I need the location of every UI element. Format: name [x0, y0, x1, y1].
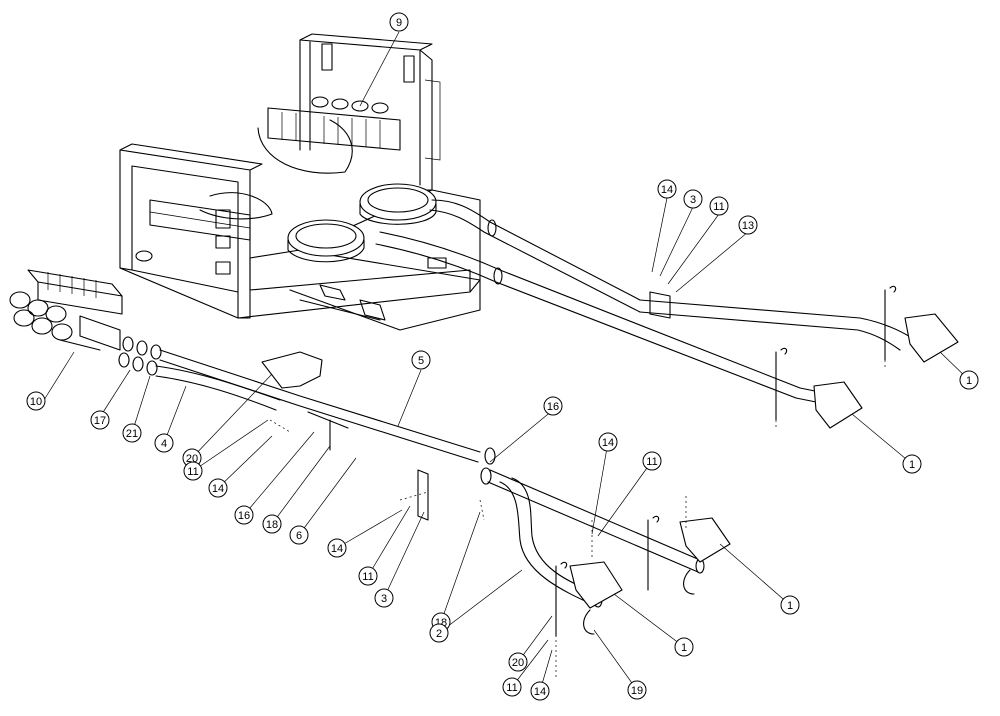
callout-5: 5: [411, 350, 431, 370]
callout-circle: [429, 623, 449, 643]
callout-14: 14: [327, 538, 347, 558]
callout-label: 19: [631, 685, 643, 697]
callout-label: 18: [266, 519, 278, 531]
callout-1: 1: [780, 595, 800, 615]
upper-delivery-tubes: [639, 285, 959, 429]
callout-circle: [262, 514, 282, 534]
callout-3: 3: [374, 588, 394, 608]
callout-2: 2: [429, 623, 449, 643]
callout-label: 11: [713, 201, 724, 213]
callout-label: 10: [30, 396, 42, 408]
callout-circle: [959, 370, 979, 390]
callout-19: 19: [627, 680, 647, 700]
callout-circle: [642, 451, 662, 471]
callout-14: 14: [598, 432, 618, 452]
callout-13: 13: [738, 215, 758, 235]
callout-3: 3: [683, 189, 703, 209]
callout-label: 3: [381, 593, 387, 605]
callout-label: 4: [161, 438, 167, 450]
callout-11: 11: [183, 461, 203, 481]
callout-label: 1: [681, 642, 687, 654]
callout-circle: [208, 478, 228, 498]
callout-label: 20: [512, 657, 524, 669]
callout-label: 17: [94, 415, 106, 427]
callout-label: 2: [436, 628, 442, 640]
callout-1: 1: [959, 370, 979, 390]
callout-label: 16: [547, 401, 559, 413]
lower-manifold: [9, 269, 123, 351]
callout-21: 21: [122, 423, 142, 443]
callout-circle: [902, 454, 922, 474]
callout-17: 17: [90, 410, 110, 430]
callout-circle: [90, 410, 110, 430]
callout-11: 11: [642, 451, 662, 471]
callout-label: 6: [296, 530, 302, 542]
callout-14: 14: [657, 179, 677, 199]
callout-1: 1: [902, 454, 922, 474]
callout-label: 14: [534, 686, 546, 698]
callout-label: 1: [909, 459, 915, 471]
callout-circle: [234, 505, 254, 525]
callout-circle: [780, 595, 800, 615]
callout-circle: [674, 637, 694, 657]
callout-label: 11: [187, 466, 198, 478]
hopper-frame-assembly: [119, 33, 801, 399]
callout-label: 16: [238, 510, 250, 522]
callout-label: 11: [506, 682, 517, 694]
callout-label: 14: [602, 437, 614, 449]
callout-circle: [289, 525, 309, 545]
callout-label: 13: [742, 220, 754, 232]
callout-4: 4: [154, 433, 174, 453]
callout-circle: [389, 12, 409, 32]
lower-delivery-tubes: [118, 336, 731, 680]
callout-14: 14: [530, 681, 550, 701]
callout-label: 5: [418, 355, 424, 367]
callout-circle: [358, 566, 378, 586]
callout-20: 20: [508, 652, 528, 672]
callout-circle: [709, 196, 729, 216]
callout-circle: [508, 652, 528, 672]
callout-11: 11: [358, 566, 378, 586]
callout-1: 1: [674, 637, 694, 657]
callout-circle: [657, 179, 677, 199]
callout-14: 14: [208, 478, 228, 498]
callout-balloons: 9143111311516101721420111416186141114113…: [26, 12, 979, 701]
callout-circle: [683, 189, 703, 209]
leader-lines: [43, 31, 970, 692]
callout-label: 1: [966, 375, 972, 387]
callout-circle: [502, 677, 522, 697]
callout-circle: [122, 423, 142, 443]
callout-11: 11: [502, 677, 522, 697]
callout-circle: [26, 391, 46, 411]
callout-circle: [154, 433, 174, 453]
callout-circle: [183, 461, 203, 481]
callout-6: 6: [289, 525, 309, 545]
callout-11: 11: [709, 196, 729, 216]
callout-label: 11: [646, 456, 657, 468]
callout-label: 9: [396, 17, 402, 29]
callout-label: 14: [331, 543, 343, 555]
callout-18: 18: [262, 514, 282, 534]
callout-16: 16: [234, 505, 254, 525]
callout-circle: [411, 350, 431, 370]
callout-10: 10: [26, 391, 46, 411]
callout-16: 16: [543, 396, 563, 416]
callout-circle: [543, 396, 563, 416]
callout-circle: [327, 538, 347, 558]
callout-circle: [530, 681, 550, 701]
callout-label: 14: [212, 483, 224, 495]
callout-label: 3: [690, 194, 696, 206]
callout-label: 11: [362, 571, 373, 583]
callout-circle: [374, 588, 394, 608]
callout-circle: [738, 215, 758, 235]
callout-circle: [627, 680, 647, 700]
callout-9: 9: [389, 12, 409, 32]
callout-label: 14: [661, 184, 673, 196]
callout-label: 1: [787, 600, 793, 612]
callout-label: 21: [126, 428, 138, 440]
callout-circle: [598, 432, 618, 452]
